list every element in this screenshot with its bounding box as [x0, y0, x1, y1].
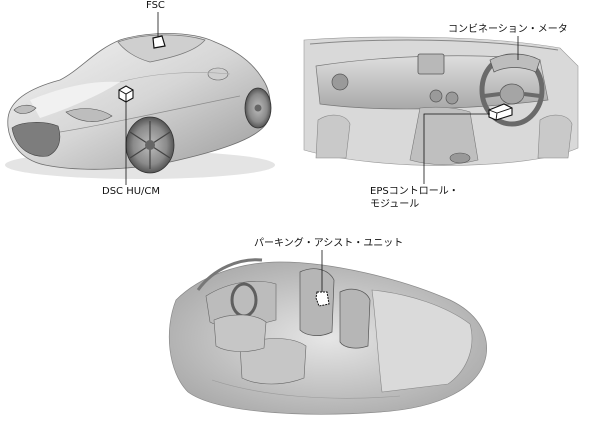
dsc-label: DSC HU/CM — [102, 186, 161, 197]
dsc-callout — [118, 85, 134, 185]
fsc-sensor-icon — [152, 35, 166, 49]
parking-assist-label: パーキング・アシスト・ユニット — [254, 238, 404, 249]
eps-label-line2: モジュール — [370, 199, 420, 210]
parking-unit-icon — [315, 291, 330, 307]
dsc-module-icon — [118, 85, 134, 103]
eps-label-line1: EPSコントロール・ — [370, 186, 459, 197]
dashboard-view — [303, 36, 579, 166]
parking-callout — [315, 250, 330, 307]
fsc-callout — [152, 12, 166, 49]
combination-meter-label: コンビネーション・メータ — [448, 24, 568, 35]
fsc-label: FSC — [146, 0, 165, 11]
eps-callout — [423, 103, 513, 184]
cabin-view — [168, 258, 487, 415]
car-exterior-view — [5, 33, 275, 179]
